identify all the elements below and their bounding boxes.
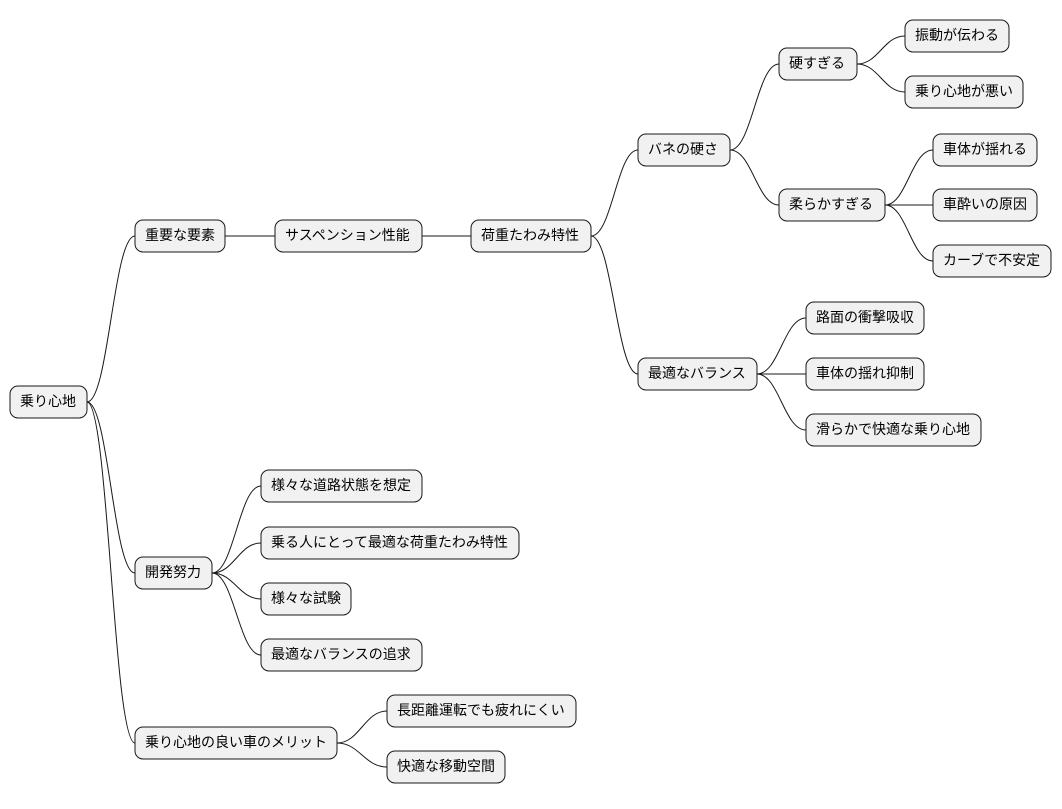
node-box xyxy=(805,357,925,391)
mindmap-node-assume-road-conditions: 様々な道路状態を想定 xyxy=(260,469,423,503)
edge-development-efforts-to-various-tests xyxy=(211,572,262,600)
node-box xyxy=(260,582,352,616)
node-box xyxy=(904,19,1010,53)
mindmap-node-pursue-balance: 最適なバランスの追求 xyxy=(260,638,423,672)
edge-load-deflection-to-optimal-balance xyxy=(590,235,639,375)
edge-merits-to-comfortable-space xyxy=(336,742,388,768)
node-box xyxy=(134,219,226,253)
mindmap-node-root: 乗り心地 xyxy=(9,385,88,419)
node-box xyxy=(260,638,423,672)
node-label: 柔らかすぎる xyxy=(789,197,873,213)
mindmap-nodes: 乗り心地 重要な要素 サスペンション性能 荷重たわみ特性 バネの硬さ 硬すぎる 振動が伝わる… xyxy=(9,19,1052,784)
node-label: 振動が伝わる xyxy=(915,28,999,44)
edge-optimal-balance-to-shock-absorption xyxy=(756,317,807,375)
mindmap-node-spring-stiffness: バネの硬さ xyxy=(637,133,731,167)
mindmap-node-merits: 乗り心地の良い車のメリット xyxy=(134,726,338,760)
edge-root-to-important-factors xyxy=(86,235,136,403)
mindmap-node-too-hard: 硬すぎる xyxy=(778,47,858,81)
edge-root-to-development-efforts xyxy=(86,401,136,574)
edge-spring-stiffness-to-too-soft xyxy=(729,149,780,206)
node-label: バネの硬さ xyxy=(648,142,718,158)
node-label: カーブで不安定 xyxy=(943,252,1040,269)
node-label: 車体が揺れる xyxy=(943,141,1027,158)
node-box xyxy=(470,219,592,253)
node-label: 乗り心地 xyxy=(20,394,76,410)
edge-development-efforts-to-optimal-for-riders xyxy=(211,542,262,574)
node-label: 重要な要素 xyxy=(145,228,215,244)
node-label: 滑らかで快適な乗り心地 xyxy=(816,421,970,438)
node-label: 荷重たわみ特性 xyxy=(481,228,579,244)
node-box xyxy=(260,469,423,503)
mindmap-node-ride-bad: 乗り心地が悪い xyxy=(904,75,1024,109)
node-box xyxy=(637,357,758,391)
node-label: 最適なバランスの追求 xyxy=(271,646,411,663)
node-label: サスペンション性能 xyxy=(285,228,410,244)
edge-load-deflection-to-spring-stiffness xyxy=(590,149,639,237)
node-box xyxy=(778,188,886,222)
node-box xyxy=(932,188,1038,222)
mindmap-node-less-fatigue: 長距離運転でも疲れにくい xyxy=(386,694,577,728)
mindmap-node-comfortable-space: 快適な移動空間 xyxy=(386,750,506,784)
mindmap-node-development-efforts: 開発努力 xyxy=(134,556,213,590)
node-box xyxy=(932,244,1052,278)
node-label: 車酔いの原因 xyxy=(943,196,1027,213)
mindmap-node-car-sickness: 車酔いの原因 xyxy=(932,188,1038,222)
edge-too-hard-to-ride-bad xyxy=(856,63,906,93)
node-box xyxy=(386,694,577,728)
node-label: 最適なバランス xyxy=(648,365,746,382)
node-label: 長距離運転でも疲れにくい xyxy=(397,702,565,719)
node-box xyxy=(9,385,88,419)
mindmap-node-shock-absorption: 路面の衝撃吸収 xyxy=(805,301,925,335)
edge-development-efforts-to-assume-road-conditions xyxy=(211,485,262,574)
mindmap-node-important-factors: 重要な要素 xyxy=(134,219,226,253)
node-label: 乗り心地の良い車のメリット xyxy=(145,734,327,751)
mindmap-edges xyxy=(86,35,934,768)
mindmap-node-body-sways: 車体が揺れる xyxy=(932,133,1038,167)
node-box xyxy=(932,133,1038,167)
node-label: 路面の衝撃吸収 xyxy=(816,310,914,326)
edge-root-to-merits xyxy=(86,401,136,744)
mindmap-node-optimal-balance: 最適なバランス xyxy=(637,357,758,391)
node-box xyxy=(134,726,338,760)
mindmap-node-too-soft: 柔らかすぎる xyxy=(778,188,886,222)
mindmap-node-optimal-for-riders: 乗る人にとって最適な荷重たわみ特性 xyxy=(260,526,520,560)
node-box xyxy=(904,75,1024,109)
mindmap-node-vibration-transmitted: 振動が伝わる xyxy=(904,19,1010,53)
node-box xyxy=(778,47,858,81)
node-label: 車体の揺れ抑制 xyxy=(816,365,914,382)
node-box xyxy=(805,301,925,335)
edge-spring-stiffness-to-too-hard xyxy=(729,63,780,151)
edge-development-efforts-to-pursue-balance xyxy=(211,572,262,656)
node-box xyxy=(134,556,213,590)
node-box xyxy=(274,219,423,253)
edge-optimal-balance-to-smooth-ride xyxy=(756,373,807,431)
edge-too-hard-to-vibration-transmitted xyxy=(856,35,906,65)
node-box xyxy=(637,133,731,167)
mindmap-node-suspension-performance: サスペンション性能 xyxy=(274,219,423,253)
node-box xyxy=(260,526,520,560)
node-box xyxy=(805,413,982,447)
mindmap-node-various-tests: 様々な試験 xyxy=(260,582,352,616)
mindmap-node-load-deflection: 荷重たわみ特性 xyxy=(470,219,592,253)
mindmap-node-unstable-curves: カーブで不安定 xyxy=(932,244,1052,278)
node-label: 硬すぎる xyxy=(789,56,845,72)
edge-merits-to-less-fatigue xyxy=(336,710,388,744)
mindmap-node-sway-suppression: 車体の揺れ抑制 xyxy=(805,357,925,391)
node-label: 様々な試験 xyxy=(271,591,341,607)
node-box xyxy=(386,750,506,784)
edge-too-soft-to-body-sways xyxy=(884,149,934,206)
node-label: 乗る人にとって最適な荷重たわみ特性 xyxy=(271,534,508,551)
mindmap-node-smooth-ride: 滑らかで快適な乗り心地 xyxy=(805,413,982,447)
node-label: 乗り心地が悪い xyxy=(915,84,1013,100)
node-label: 快適な移動空間 xyxy=(397,758,495,775)
node-label: 様々な道路状態を想定 xyxy=(271,478,411,494)
node-label: 開発努力 xyxy=(145,565,201,581)
edge-too-soft-to-unstable-curves xyxy=(884,204,934,262)
